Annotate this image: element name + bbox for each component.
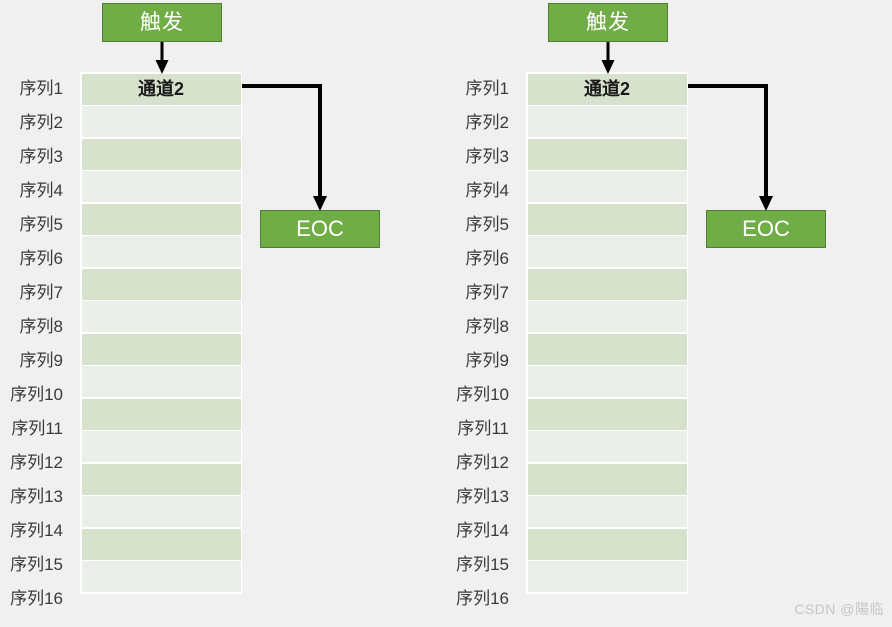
sequence-label: 序列14 [10, 521, 63, 540]
sequence-table: 通道2 [80, 72, 242, 594]
sequence-label: 序列13 [10, 487, 63, 506]
table-row[interactable] [81, 138, 241, 170]
table-row[interactable] [527, 171, 687, 202]
table-row[interactable] [527, 301, 687, 332]
table-row[interactable] [81, 301, 241, 332]
sequence-label-column: 序列1 序列2 序列3 序列4 序列5 序列6 序列7 序列8 序列9 序列10… [0, 72, 63, 616]
table-row[interactable] [81, 561, 241, 592]
table-row[interactable] [81, 333, 241, 365]
table-row[interactable] [527, 106, 687, 137]
sequence-label: 序列4 [465, 181, 509, 200]
table-row[interactable]: 通道2 [81, 73, 241, 105]
sequence-label: 序列8 [465, 317, 509, 336]
sequence-label: 序列1 [465, 79, 509, 98]
table-row[interactable] [527, 528, 687, 560]
diagram-group-right: 触发 EOC 序列1 序列2 序列3 序列4 序列5 序列6 序列7 序列8 序… [446, 0, 892, 627]
sequence-label: 序列2 [465, 113, 509, 132]
table-row[interactable] [81, 106, 241, 137]
table-row[interactable] [527, 268, 687, 300]
table-row[interactable] [81, 236, 241, 267]
sequence-label: 序列12 [456, 453, 509, 472]
sequence-label: 序列5 [19, 215, 63, 234]
table-row[interactable] [527, 398, 687, 430]
sequence-label: 序列9 [465, 351, 509, 370]
trigger-to-channel-arrow [601, 42, 615, 74]
table-row[interactable] [527, 431, 687, 462]
sequence-label: 序列6 [19, 249, 63, 268]
sequence-label: 序列11 [11, 419, 63, 438]
sequence-label: 序列10 [456, 385, 509, 404]
eoc-box[interactable]: EOC [706, 210, 826, 248]
table-row[interactable] [81, 171, 241, 202]
table-row[interactable] [81, 496, 241, 527]
diagram-group-left: 触发 EOC 序列1 序列2 序列3 序列4 序列5 序列6 序列7 序列8 序… [0, 3, 380, 616]
sequence-label: 序列2 [19, 113, 63, 132]
table-row[interactable] [81, 463, 241, 495]
table-row[interactable] [527, 496, 687, 527]
table-row[interactable] [81, 366, 241, 397]
table-row[interactable] [81, 268, 241, 300]
sequence-label: 序列14 [456, 521, 509, 540]
table-row[interactable] [527, 138, 687, 170]
table-row[interactable] [81, 431, 241, 462]
csdn-watermark: CSDN @陽临 [794, 601, 884, 617]
table-row[interactable] [527, 463, 687, 495]
sequence-label: 序列3 [465, 147, 509, 166]
sequence-label: 序列6 [465, 249, 509, 268]
table-row[interactable] [81, 203, 241, 235]
sequence-label: 序列15 [456, 555, 509, 574]
table-row[interactable] [527, 561, 687, 592]
sequence-label: 序列1 [19, 79, 63, 98]
table-row[interactable] [81, 398, 241, 430]
sequence-label: 序列10 [10, 385, 63, 404]
table-row[interactable]: 通道2 [527, 73, 687, 105]
sequence-label: 序列16 [456, 589, 509, 608]
table-row[interactable] [527, 366, 687, 397]
channel-to-eoc-arrow [242, 84, 327, 211]
sequence-label: 序列3 [19, 147, 63, 166]
trigger-box[interactable]: 触发 [548, 3, 668, 42]
trigger-box[interactable]: 触发 [102, 3, 222, 42]
sequence-label: 序列13 [456, 487, 509, 506]
sequence-label: 序列8 [19, 317, 63, 336]
channel-to-eoc-arrow [688, 84, 773, 211]
sequence-label-column: 序列1 序列2 序列3 序列4 序列5 序列6 序列7 序列8 序列9 序列10… [446, 72, 509, 616]
table-row[interactable] [81, 528, 241, 560]
sequence-label: 序列9 [19, 351, 63, 370]
table-row[interactable] [527, 236, 687, 267]
sequence-label: 序列11 [457, 419, 509, 438]
table-row[interactable] [527, 203, 687, 235]
sequence-label: 序列7 [19, 283, 63, 302]
sequence-label: 序列12 [10, 453, 63, 472]
sequence-label: 序列4 [19, 181, 63, 200]
table-row[interactable] [527, 333, 687, 365]
sequence-label: 序列15 [10, 555, 63, 574]
sequence-label: 序列7 [465, 283, 509, 302]
sequence-label: 序列16 [10, 589, 63, 608]
eoc-box[interactable]: EOC [260, 210, 380, 248]
sequence-label: 序列5 [465, 215, 509, 234]
trigger-to-channel-arrow [155, 42, 169, 74]
sequence-table: 通道2 [526, 72, 688, 594]
